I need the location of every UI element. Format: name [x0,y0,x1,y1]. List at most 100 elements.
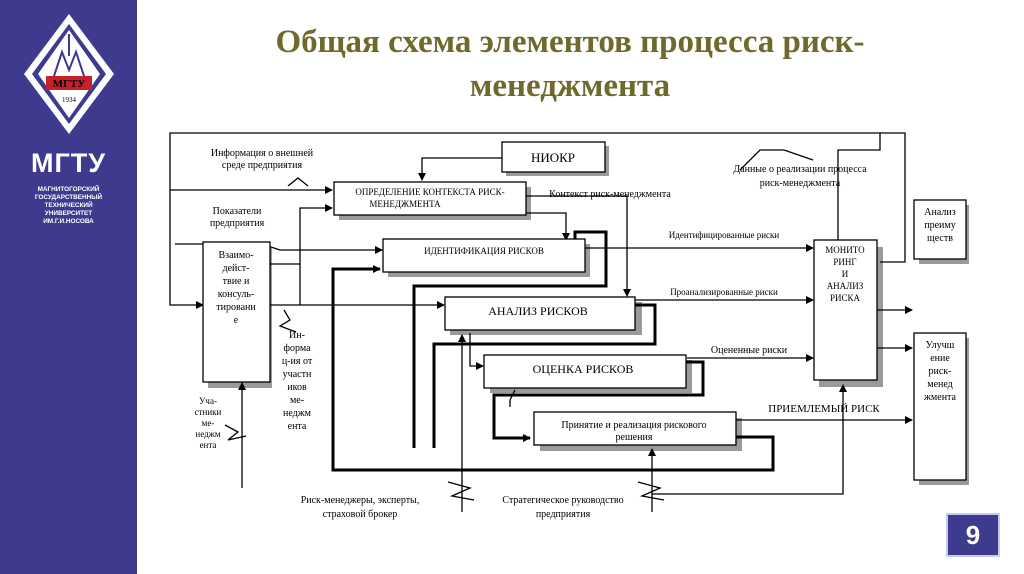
advantages-label: Анализ преиму ществ [924,207,955,244]
title-line-2: менеджмента [469,68,671,104]
svg-text:Уча-: Уча- [199,396,217,406]
context-rm-label: Контекст риск-менеджмента [549,189,671,200]
indicators-label-2: предприятия [210,218,265,229]
svg-text:форма: форма [283,343,311,354]
ext-info-label-1: Информация о внешней [211,148,314,159]
participants-tick [224,424,247,441]
analysis-label: АНАЛИЗ РИСКОВ [488,304,588,318]
university-abbreviation: МГТУ [30,148,107,178]
strategic-to-monitoring [652,384,847,495]
svg-text:стники: стники [195,407,222,417]
context-to-ident [525,212,570,241]
evaluated-label: Оцененные риски [711,345,788,356]
strategic-label-2: предприятия [536,509,591,520]
loop-identification [412,230,608,448]
svg-text:ц-ия от: ц-ия от [282,356,313,367]
svg-text:ента: ента [288,421,307,432]
slide-title: Общая схема элементов процесса риск- мен… [170,20,970,108]
svg-text:неджм: неджм [283,408,312,419]
svg-text:консуль-: консуль- [218,289,254,300]
svg-text:Анализ: Анализ [924,207,955,218]
box-interaction [202,241,271,383]
svg-text:риск-: риск- [929,366,952,377]
analyzed-label: Проанализированные риски [670,287,778,297]
identified-label: Идентифицированные риски [669,230,780,240]
svg-text:менед: менед [927,379,953,390]
ext-info-tick [287,177,309,187]
box-improvement [913,332,967,481]
university-logo: МГТУ 1934 [22,12,116,136]
svg-text:твие и: твие и [223,276,250,287]
svg-text:Ин-: Ин- [289,330,305,341]
context-label-2: МЕНЕДЖМЕНТА [369,199,441,209]
context-label-1: ОПРЕДЕЛЕНИЕ КОНТЕКСТА РИСК- [355,187,504,197]
title-line-1: Общая схема элементов процесса риск- [275,24,865,60]
svg-text:И: И [842,269,849,279]
box-identification [382,238,586,273]
svg-text:ществ: ществ [927,233,953,244]
evaluation-label: ОЦЕНКА РИСКОВ [533,362,634,376]
analysis-to-eval [469,333,484,370]
niokr-arrow [418,157,503,181]
box-analysis [444,296,636,331]
monitoring-label: МОНИТО РИНГ И АНАЛИЗ РИСКА [825,245,865,303]
interaction-to-context [270,204,333,265]
decision-label-2: решения [616,432,653,443]
svg-text:ение: ение [930,353,950,364]
strategic-label-1: Стратегическое руководство [502,495,623,506]
identification-label: ИДЕНТИФИКАЦИЯ РИСКОВ [424,246,544,256]
impl-data-label-1: Данные о реализации процесса [733,164,867,175]
svg-text:ме-: ме- [290,395,304,406]
participant-info-tick [278,309,297,333]
sidebar-divider [137,0,143,574]
participants-label: Уча- стники ме- неджм ента [195,396,222,450]
participant-info-label: Ин- форма ц-ия от участн иков ме- неджм … [282,330,313,432]
interaction-label: Взаимо- дейст- твие и консуль- тировани … [216,250,256,326]
acceptable-label: ПРИЕМЛЕМЫЙ РИСК [768,403,880,415]
svg-text:е: е [234,315,239,326]
impl-data-label-2: риск-менеджмента [760,178,841,189]
loop-evaluation [492,360,705,442]
svg-text:участн: участн [283,369,312,380]
loop-decision [331,265,775,472]
sidebar: МГТУ 1934 МГТУ МАГНИТОГОРСКИЙ ГОСУДАРСТВ… [0,0,137,574]
svg-text:РИНГ: РИНГ [833,257,856,267]
strategic-tick [637,481,665,501]
ext-info-label-2: среде предприятия [222,160,303,171]
box-decision [533,411,737,446]
svg-text:дейст-: дейст- [222,263,249,274]
monitoring-top-link [880,132,906,263]
svg-text:иков: иков [287,382,307,393]
indicators-label-1: Показатели [213,206,262,217]
managers-tick [447,481,475,501]
svg-text:АНАЛИЗ: АНАЛИЗ [827,281,864,291]
svg-text:преиму: преиму [924,220,955,231]
svg-text:МОНИТО: МОНИТО [825,245,865,255]
evaluation-input [509,389,516,407]
svg-text:неджм: неджм [195,429,220,439]
impl-data-squiggle [739,149,814,171]
svg-text:ента: ента [200,440,217,450]
loop-analysis [432,303,657,448]
logo-year: 1934 [62,96,77,104]
slide-number: 9 [946,513,1000,557]
logo-text: МГТУ [53,78,86,90]
university-full-name: МАГНИТОГОРСКИЙ ГОСУДАРСТВЕННЫЙ ТЕХНИЧЕСК… [34,186,103,225]
risk-managers-label-1: Риск-менеджеры, эксперты, [301,495,420,506]
box-context [333,181,527,216]
svg-text:Улучш: Улучш [926,340,955,351]
svg-text:жмента: жмента [923,392,957,403]
box-advantages [913,199,967,260]
box-monitoring [813,239,878,381]
box-niokr [501,141,606,173]
decision-label-1: Принятие и реализация рискового [561,420,706,431]
svg-text:ме-: ме- [202,418,215,428]
improvement-label: Улучш ение риск- менед жмента [923,340,957,403]
risk-managers-label-2: страховой брокер [323,509,398,520]
svg-text:РИСКА: РИСКА [830,293,861,303]
context-to-analysis [525,195,631,297]
niokr-label: НИОКР [531,150,575,165]
box-evaluation [483,354,687,389]
svg-text:Взаимо-: Взаимо- [218,250,253,261]
